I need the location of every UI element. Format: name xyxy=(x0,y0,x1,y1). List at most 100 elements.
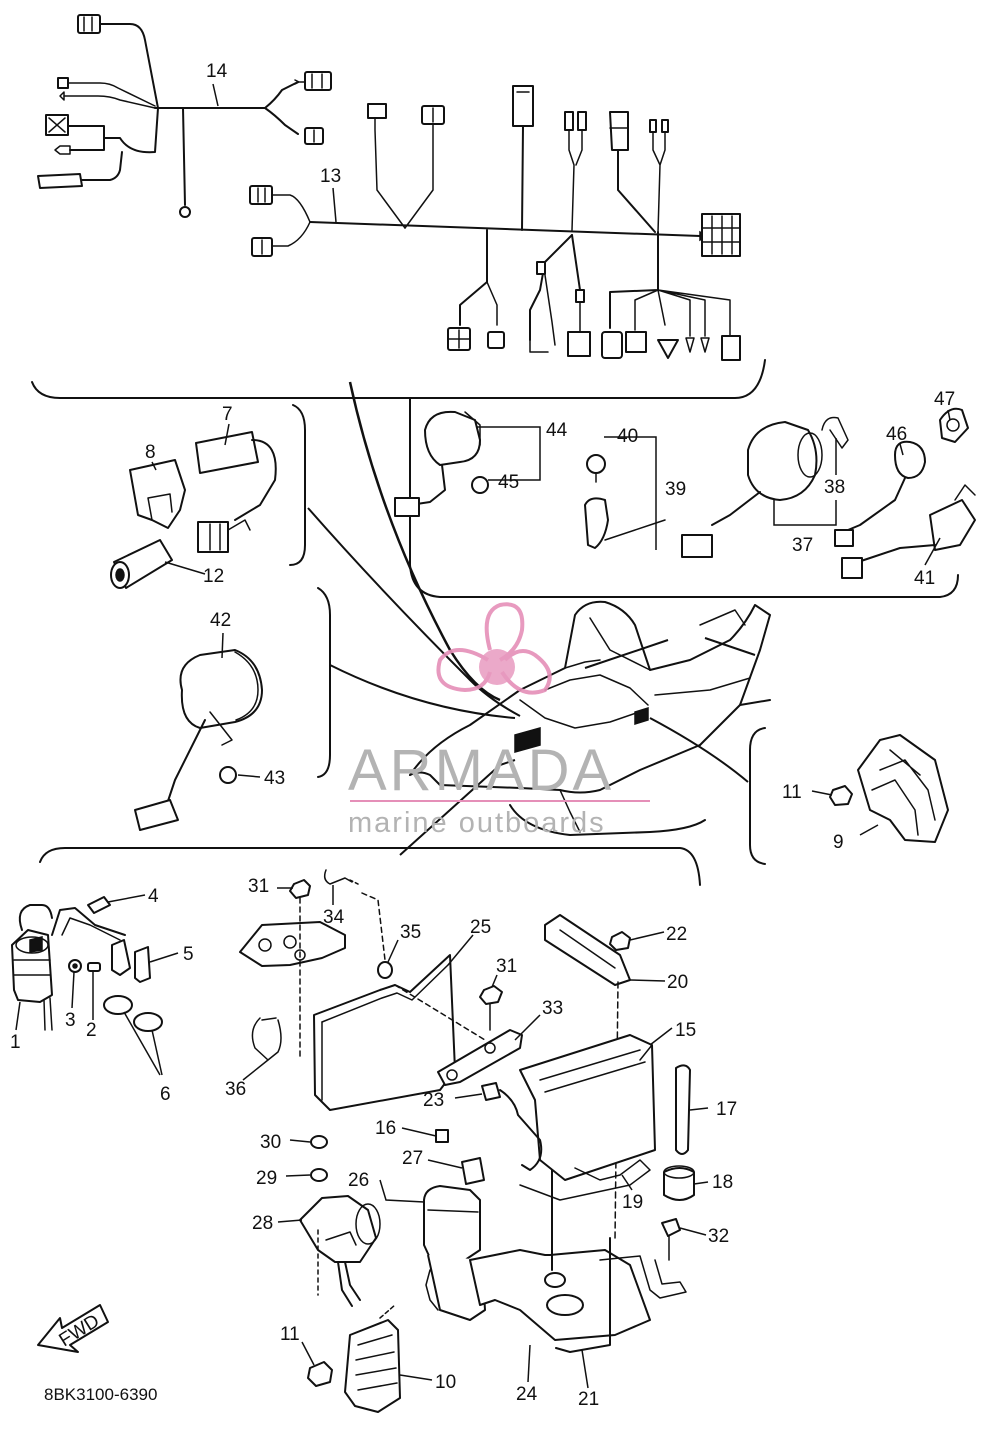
callout-37: 37 xyxy=(792,535,813,556)
bracket-bolt-plate xyxy=(239,921,346,967)
callout-47: 47 xyxy=(934,389,955,410)
bracket-8 xyxy=(129,459,186,529)
grommet-29 xyxy=(310,1168,328,1182)
callout-20: 20 xyxy=(667,972,688,993)
callout-43: 43 xyxy=(264,768,285,789)
cap-4 xyxy=(87,896,111,914)
callout-26: 26 xyxy=(348,1170,369,1191)
watermark: ARMADA marine outboards xyxy=(348,602,650,839)
callout-numbers: 14 13 7 8 12 42 43 44 45 40 39 38 37 46 … xyxy=(10,61,955,1410)
callout-23: 23 xyxy=(423,1090,444,1111)
watermark-propeller-logo xyxy=(436,602,552,695)
callout-4: 4 xyxy=(148,886,159,907)
callout-5: 5 xyxy=(183,944,194,965)
connector-relay xyxy=(197,521,229,553)
callout-11-upper: 11 xyxy=(782,782,802,803)
harness-panel-border xyxy=(31,359,766,399)
cdi-unit-15 xyxy=(519,1034,656,1181)
callout-29: 29 xyxy=(256,1168,277,1189)
switch-panel-border xyxy=(409,397,959,598)
callout-38: 38 xyxy=(824,477,845,498)
wire-harness-14 xyxy=(37,14,332,218)
buzzer-group xyxy=(134,649,263,831)
fuse-27 xyxy=(461,1157,485,1185)
callout-15: 15 xyxy=(675,1020,696,1041)
grommet-30 xyxy=(310,1135,328,1149)
location-leaders xyxy=(307,381,756,856)
callout-41: 41 xyxy=(914,568,935,589)
electrical-box-panel-border xyxy=(39,847,701,886)
screw-2 xyxy=(87,962,101,972)
callout-30: 30 xyxy=(260,1132,281,1153)
callout-33: 33 xyxy=(542,998,563,1019)
callout-36: 36 xyxy=(225,1079,246,1100)
connector-23 xyxy=(481,1082,501,1101)
relay-26 xyxy=(423,1185,481,1261)
relay-group xyxy=(110,431,277,589)
nut-11-lower xyxy=(307,1361,333,1387)
forward-arrow: FWD xyxy=(37,1304,109,1353)
callout-28: 28 xyxy=(252,1213,273,1234)
callout-40: 40 xyxy=(617,426,638,447)
callout-19: 19 xyxy=(622,1192,643,1213)
callout-35: 35 xyxy=(400,922,421,943)
callout-27: 27 xyxy=(402,1148,423,1169)
regulator-9 xyxy=(857,734,949,843)
plug-cap-5 xyxy=(134,946,151,983)
tube-17 xyxy=(675,1064,691,1155)
callout-9: 9 xyxy=(833,832,844,853)
callout-14: 14 xyxy=(206,61,228,82)
callout-2: 2 xyxy=(86,1020,97,1041)
cap-6b xyxy=(133,1012,163,1032)
callout-22: 22 xyxy=(666,924,687,945)
callout-16: 16 xyxy=(375,1118,396,1139)
watermark-divider xyxy=(350,800,650,802)
knob-47 xyxy=(939,407,969,443)
grommet-18 xyxy=(663,1167,695,1201)
sensor-28 xyxy=(299,1195,377,1263)
rectifier-group xyxy=(829,734,949,843)
callout-32: 32 xyxy=(708,1226,729,1247)
watermark-brand: ARMADA xyxy=(348,738,614,803)
callout-39: 39 xyxy=(665,479,686,500)
bolt-32 xyxy=(661,1218,681,1237)
bulb-45 xyxy=(471,476,489,494)
callout-42: 42 xyxy=(210,610,231,631)
callout-25: 25 xyxy=(470,917,491,938)
callout-12: 12 xyxy=(203,566,224,587)
callout-10: 10 xyxy=(435,1372,456,1393)
callout-3: 3 xyxy=(65,1010,76,1031)
tape-16 xyxy=(435,1129,449,1143)
callout-46: 46 xyxy=(886,424,907,445)
snowmobile-outline xyxy=(409,600,771,836)
callout-17: 17 xyxy=(716,1099,737,1120)
cap-6a xyxy=(103,995,133,1015)
callout-1: 1 xyxy=(10,1032,21,1053)
grommet-35 xyxy=(377,961,393,979)
nut-31-upper xyxy=(289,879,311,899)
callout-45: 45 xyxy=(498,472,519,493)
rectifier-10 xyxy=(344,1319,401,1413)
rectifier-panel-border xyxy=(749,727,766,865)
ignition-coil-group xyxy=(11,896,163,1076)
callout-24: 24 xyxy=(516,1384,538,1405)
callout-34: 34 xyxy=(323,907,345,928)
nut-31-lower xyxy=(479,985,503,1005)
wire-harness-13 xyxy=(249,85,741,361)
switch-46 xyxy=(894,440,926,479)
callout-44: 44 xyxy=(546,420,568,441)
bulb-40 xyxy=(586,454,606,474)
callout-6: 6 xyxy=(160,1084,171,1105)
horn-panel-border xyxy=(317,587,331,778)
switch-group xyxy=(394,407,976,579)
callout-7: 7 xyxy=(222,404,233,425)
diagram-code: 8BK3100-6390 xyxy=(44,1385,157,1404)
callout-21: 21 xyxy=(578,1389,599,1410)
callout-13: 13 xyxy=(320,166,341,187)
callout-11-lower: 11 xyxy=(280,1324,300,1345)
nut-11-upper xyxy=(829,785,853,806)
watermark-tagline: marine outboards xyxy=(348,807,606,839)
bracket-33 xyxy=(437,1029,523,1086)
